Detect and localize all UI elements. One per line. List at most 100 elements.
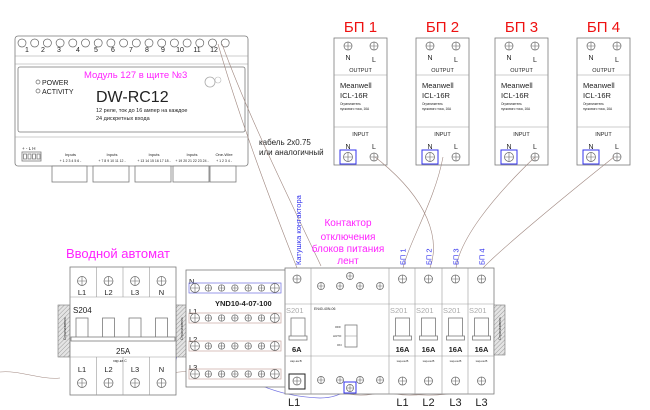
screw-terminal-icon — [612, 152, 622, 162]
screw-terminal-icon — [190, 341, 200, 351]
terminal-number: 12 — [210, 47, 218, 54]
location-label: Модуль 127 в щите №3 — [84, 70, 187, 81]
input-group-title: Inputs — [149, 152, 160, 157]
contactor-mode-off: OFF — [335, 325, 341, 329]
coil-breaker-model: S201 — [286, 306, 304, 315]
highlight-box — [582, 149, 600, 165]
screw-terminal-icon — [451, 41, 461, 51]
highlight-box — [500, 149, 518, 165]
coil-label: Катушка контактора — [294, 194, 303, 265]
busbar-strip — [188, 282, 282, 294]
cable-note-line-2: или аналогичный — [259, 148, 324, 157]
cable-note-line-1: кабель 2x0.75 — [259, 138, 311, 147]
controller-terminal-icon — [182, 38, 192, 48]
coil-breaker-rating: 6A — [292, 345, 302, 354]
controller-terminal-icon — [81, 38, 90, 48]
busbar-row-label: L1 — [189, 307, 197, 316]
input-group-title: Inputs — [187, 152, 198, 157]
terminal-number: 9 — [161, 47, 165, 54]
terminal-number: 4 — [76, 47, 80, 54]
screw-terminal-icon — [204, 370, 212, 378]
input-group-title: Inputs — [107, 152, 118, 157]
screw-terminal-icon — [244, 284, 252, 292]
screw-terminal-icon — [231, 370, 239, 378]
screw-terminal-icon — [451, 274, 460, 284]
psu-brand: Meanwell — [340, 81, 372, 90]
screw-terminal-icon — [504, 41, 514, 51]
main-breaker-curve: хар-ка С — [113, 359, 127, 363]
input-connector — [172, 165, 210, 183]
breaker-curve: хар-ка B — [397, 359, 409, 363]
psu-model: ICL-16R — [501, 91, 530, 100]
psu-brand: Meanwell — [422, 81, 454, 90]
breaker-bottom-label: L3 — [449, 397, 461, 409]
breaker-curve: хар-ка B — [450, 359, 462, 363]
terminal-number: 6 — [111, 47, 115, 54]
screw-terminal-icon — [477, 274, 486, 284]
screw-terminal-icon — [269, 369, 280, 379]
screw-terminal-icon — [204, 284, 212, 292]
screw-terminal-icon — [336, 376, 344, 384]
psu-title: БП 4 — [587, 19, 620, 36]
screw-terminal-icon — [257, 314, 266, 322]
screw-terminal-icon — [343, 41, 353, 51]
screw-terminal-icon — [218, 342, 226, 350]
screw-terminal-icon — [356, 376, 364, 384]
screw-terminal-icon — [451, 152, 461, 162]
input-group-pins: + 1 2 3 4 5 6 - — [60, 159, 83, 163]
controller-terminal-icon — [43, 38, 52, 48]
screw-terminal-icon — [156, 378, 167, 388]
output-l-label: L — [533, 57, 537, 64]
controller-terminal-icon — [119, 38, 128, 48]
main-breaker-rating: 25A — [116, 347, 131, 356]
controller-terminal-icon — [170, 38, 179, 48]
screw-terminal-icon — [369, 152, 379, 162]
psu-title: БП 2 — [426, 19, 459, 36]
output-label: OUTPUT — [510, 68, 533, 74]
screw-terminal-icon — [257, 370, 266, 378]
screw-terminal-icon — [586, 41, 596, 51]
controller-terminal-icon — [131, 38, 141, 48]
contactor-mode-on: ON — [337, 343, 342, 347]
screw-terminal-icon — [317, 282, 325, 290]
breaker-lever — [395, 317, 410, 339]
top-terminal-label: L3 — [131, 288, 139, 297]
cable-note: кабель 2x0.75 или аналогичный — [259, 138, 324, 157]
top-terminal-label: N — [159, 288, 164, 297]
input-connector — [51, 165, 88, 183]
input-group-pins: + 1 2 3 4 - — [216, 159, 233, 163]
screw-terminal-icon — [530, 41, 540, 51]
screw-terminal-icon — [204, 342, 212, 350]
psu-desc: пускового тока, 16А — [422, 107, 452, 111]
input-connector — [134, 165, 172, 183]
input-label: INPUT — [595, 132, 612, 138]
psu-desc: пускового тока, 16А — [583, 107, 613, 111]
psu-model: ICL-16R — [340, 91, 369, 100]
screw-terminal-icon — [156, 276, 167, 286]
breaker-lever — [102, 317, 115, 339]
screw-terminal-icon — [425, 41, 435, 51]
input-label: INPUT — [434, 132, 451, 138]
screw-terminal-icon — [343, 152, 353, 162]
terminal-number: 5 — [94, 47, 98, 54]
busbar-row-label: N — [189, 277, 194, 286]
breaker-bottom-label: L1 — [396, 397, 408, 409]
terminal-number: 10 — [176, 47, 184, 54]
screw-terminal-icon — [398, 274, 407, 284]
power-led-label: POWER — [42, 80, 68, 87]
screw-terminal-icon — [77, 378, 87, 388]
psu-title: БП 3 — [505, 19, 538, 36]
busbar-strip — [188, 312, 282, 324]
screw-terminal-icon — [504, 152, 514, 162]
input-group-title: One-Wire — [215, 152, 233, 157]
controller-description-1: 12 реле, ток до 16 ампер на каждое — [96, 108, 187, 114]
screw-terminal-icon — [77, 276, 87, 286]
screw-terminal-icon — [103, 276, 114, 286]
psu-desc: Ограничитель — [340, 102, 361, 106]
